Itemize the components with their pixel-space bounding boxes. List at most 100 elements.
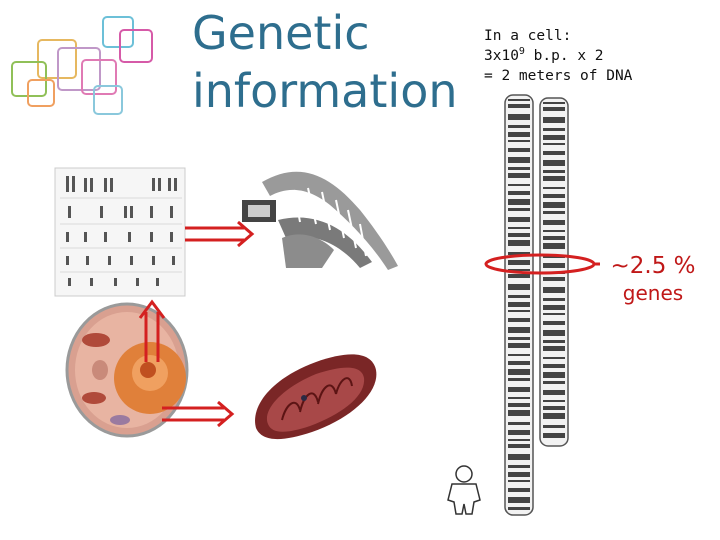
chromosome-band: [543, 143, 565, 145]
chromosome-band: [508, 480, 530, 482]
animal-cell-image: [65, 302, 189, 438]
chromosome-band: [508, 318, 530, 322]
chromosome-band: [543, 187, 565, 189]
chromosome-band: [508, 507, 530, 510]
title-line-2: information: [192, 64, 458, 118]
chromosome-band: [543, 390, 565, 395]
chromosome-band: [508, 227, 530, 229]
chromosome-band: [508, 240, 530, 246]
dna-length-text: In a cell: 3x109 b.p. x 2 = 2 meters of …: [484, 26, 632, 86]
genes-percent: ~2.5 %: [610, 253, 696, 279]
chromosome-band: [543, 194, 565, 198]
chromosome-band: [508, 217, 530, 222]
chromosome-band: [508, 310, 530, 312]
chromosome-band: [508, 403, 530, 407]
chromosome-band: [508, 114, 530, 120]
chromosome-band: [508, 173, 530, 178]
genes-label: genes: [622, 281, 684, 305]
chromosome-band: [543, 425, 565, 428]
chromosome-band: [543, 107, 565, 111]
chromosome-band: [543, 117, 565, 123]
chromosome-band: [508, 140, 530, 142]
chromosome-band: [508, 343, 530, 348]
chromosome-band: [543, 211, 565, 214]
chromosome-band: [543, 298, 565, 301]
chromosome-band: [508, 269, 530, 271]
info-line-2: 3x109 b.p. x 2: [484, 46, 632, 66]
page-title: Genetic information: [192, 4, 458, 120]
chromosome-band: [508, 444, 530, 448]
chromosome-band: [543, 230, 565, 232]
chromosome-band: [543, 357, 565, 359]
chromosome-band: [543, 135, 565, 140]
chromosome-band: [508, 472, 530, 477]
chromosome-band: [543, 433, 565, 438]
info-line-2-rest: b.p. x 2: [524, 48, 604, 64]
chromosome-band: [543, 406, 565, 410]
chromosome-band: [543, 364, 565, 368]
chromosome-band: [543, 263, 565, 268]
title-line-1: Genetic: [192, 6, 370, 60]
chromosome-band: [543, 220, 565, 225]
info-line-2-exponent: 9: [518, 46, 525, 58]
chromosome-band: [543, 346, 565, 351]
chromosome-band: [508, 361, 530, 365]
chromosome-band: [508, 454, 530, 460]
chromosome-band: [543, 287, 565, 293]
karyotype-image: [54, 167, 186, 297]
arrow-karyotype-to-dna: [185, 220, 255, 248]
chromosome-band: [543, 330, 565, 336]
chromosome-band: [543, 340, 565, 343]
chromosome-band: [543, 151, 565, 155]
chromosome-band: [543, 305, 565, 310]
chromosome-band: [508, 387, 530, 392]
chromosome-band: [508, 208, 530, 211]
chromosome-band: [543, 277, 565, 281]
chromosome-band: [543, 160, 565, 166]
dna-helix-image: [242, 171, 398, 270]
chromosome-band: [508, 260, 530, 265]
chromosome-band: [508, 252, 530, 255]
chromosome-band: [508, 132, 530, 137]
chromosome-band: [543, 400, 565, 402]
chromosome-band: [508, 354, 530, 356]
chromosome-band: [508, 439, 530, 441]
mitochondrion-image: [255, 354, 377, 440]
chromosome-band: [508, 233, 530, 237]
chromosome-band: [508, 488, 530, 492]
chromosome-band: [543, 413, 565, 419]
chromosome-band: [508, 327, 530, 333]
chromosome-band: [508, 148, 530, 152]
chromosome-band: [508, 274, 530, 278]
chromosome-band: [508, 191, 530, 195]
chromosome-band: [543, 321, 565, 325]
chromosome-band: [508, 397, 530, 399]
arrow-cell-to-karyotype: [138, 299, 166, 362]
human-figure-icon: [447, 465, 481, 515]
chromosome-band: [508, 378, 530, 381]
chromosome-band: [508, 167, 530, 170]
chromosome-band: [508, 199, 530, 205]
chromosome-band: [508, 157, 530, 163]
chromosome-band: [508, 99, 530, 101]
chromosome-band: [508, 430, 530, 435]
chromosome-band: [543, 236, 565, 240]
chromosome-band: [543, 170, 565, 173]
chromosome-band: [543, 381, 565, 384]
chromosome-band: [508, 465, 530, 468]
genes-callout: ~2.5 % genes: [598, 252, 708, 306]
chromosome-band: [543, 372, 565, 378]
info-line-1: In a cell:: [484, 28, 572, 44]
chromosome-band: [508, 284, 530, 290]
chromosome-band: [543, 243, 565, 249]
chromosome-band: [508, 410, 530, 416]
chromosome-band: [543, 176, 565, 181]
chromosome-band: [508, 497, 530, 503]
chromosome-band: [508, 125, 530, 128]
decorative-squares-logo: [11, 16, 153, 115]
arrow-cell-to-mitochondrion: [162, 400, 235, 428]
chromosome-band: [543, 128, 565, 131]
info-line-3: = 2 meters of DNA: [484, 68, 633, 84]
chromosome-band: [543, 202, 565, 208]
